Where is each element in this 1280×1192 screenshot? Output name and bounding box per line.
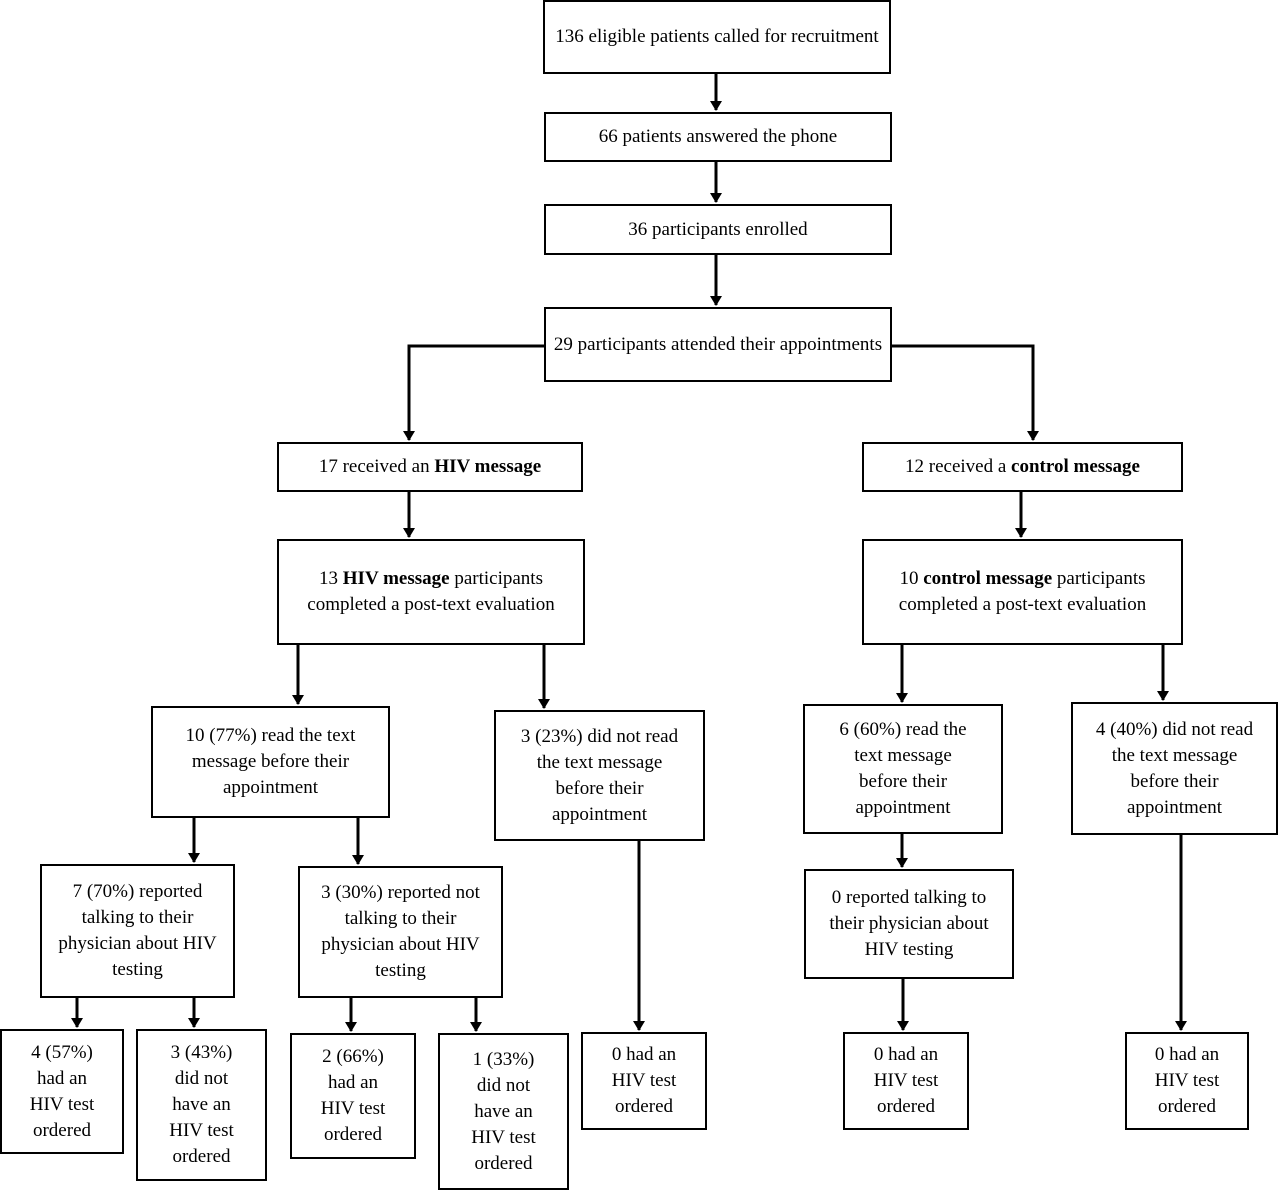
node-text: 7 (70%) reported talking to their physic… (58, 881, 217, 980)
node-text: 10 (77%) read the text message before th… (185, 725, 356, 798)
node-text: 17 received an HIV message (319, 454, 541, 480)
node-control-not-read: 4 (40%) did not read the text message be… (1071, 702, 1278, 835)
node-hiv-not-talking: 3 (30%) reported not talking to their ph… (298, 866, 503, 998)
text-pre: 17 received an (318, 456, 435, 477)
text-pre: 10 (899, 568, 924, 589)
node-hiv-not-read: 3 (23%) did not read the text message be… (494, 710, 705, 841)
node-control-message: 12 received a control message (862, 442, 1183, 492)
node-control-talking: 0 reported talking to their physician ab… (804, 869, 1014, 979)
node-outcome-talking-not-tested: 3 (43%) did not have an HIV test ordered (136, 1029, 267, 1181)
text-pre: 12 received a (905, 456, 1012, 477)
text-bold: HIV message (434, 456, 542, 477)
node-text: 0 had an HIV test ordered (611, 1044, 677, 1117)
node-text: 66 patients answered the phone (598, 126, 838, 147)
node-text: 6 (60%) read the text message before the… (839, 719, 967, 818)
node-eligible-called: 136 eligible patients called for recruit… (543, 0, 891, 74)
node-outcome-control-not-read: 0 had an HIV test ordered (1125, 1032, 1249, 1130)
node-text: 4 (40%) did not read the text message be… (1095, 718, 1254, 818)
node-text: 13 HIV message participants completed a … (299, 566, 563, 618)
node-hiv-message: 17 received an HIV message (277, 442, 583, 492)
node-text: 4 (57%) had an HIV test ordered (29, 1041, 95, 1141)
node-text: 29 participants attended their appointme… (553, 333, 883, 355)
text-post: participants completed a post-text evalu… (307, 568, 555, 615)
node-text: 3 (23%) did not read the text message be… (520, 725, 679, 825)
node-enrolled: 36 participants enrolled (544, 204, 892, 255)
node-answered-phone: 66 patients answered the phone (544, 112, 892, 162)
node-text: 3 (43%) did not have an HIV test ordered (169, 1042, 234, 1167)
node-text: 2 (66%) had an HIV test ordered (320, 1046, 386, 1145)
node-hiv-evaluation: 13 HIV message participants completed a … (277, 539, 585, 645)
node-text: 12 received a control message (905, 454, 1140, 480)
node-control-evaluation: 10 control message participants complete… (862, 539, 1183, 645)
arrow-attended-to-control-message (892, 344, 1039, 441)
node-outcome-not-talking-tested: 2 (66%) had an HIV test ordered (290, 1033, 416, 1159)
node-text: 136 eligible patients called for recruit… (555, 26, 879, 47)
text-bold: control message (1011, 456, 1140, 477)
node-control-read: 6 (60%) read the text message before the… (803, 704, 1003, 834)
text-pre: 13 (319, 568, 343, 589)
node-hiv-read: 10 (77%) read the text message before th… (151, 706, 390, 818)
node-text: 0 reported talking to their physician ab… (829, 887, 989, 960)
node-outcome-control-talking: 0 had an HIV test ordered (843, 1032, 969, 1130)
node-outcome-talking-tested: 4 (57%) had an HIV test ordered (0, 1029, 124, 1154)
text-bold: control message (923, 568, 1053, 589)
arrow-attended-to-hiv-message (403, 344, 545, 441)
node-attended: 29 participants attended their appointme… (544, 307, 892, 382)
node-text: 36 participants enrolled (628, 218, 808, 240)
node-text: 0 had an HIV test ordered (1154, 1044, 1220, 1117)
node-text: 3 (30%) reported not talking to their ph… (321, 882, 480, 981)
node-text: 1 (33%) did not have an HIV test ordered (471, 1048, 536, 1174)
node-text: 0 had an HIV test ordered (873, 1044, 939, 1117)
node-hiv-talking: 7 (70%) reported talking to their physic… (40, 864, 235, 998)
node-outcome-not-talking-not-tested: 1 (33%) did not have an HIV test ordered (438, 1033, 569, 1190)
node-text: 10 control message participants complete… (882, 566, 1163, 618)
node-outcome-hiv-not-read: 0 had an HIV test ordered (581, 1032, 707, 1130)
text-post: participants completed a post-text evalu… (898, 568, 1147, 615)
text-bold: HIV message (342, 568, 450, 589)
